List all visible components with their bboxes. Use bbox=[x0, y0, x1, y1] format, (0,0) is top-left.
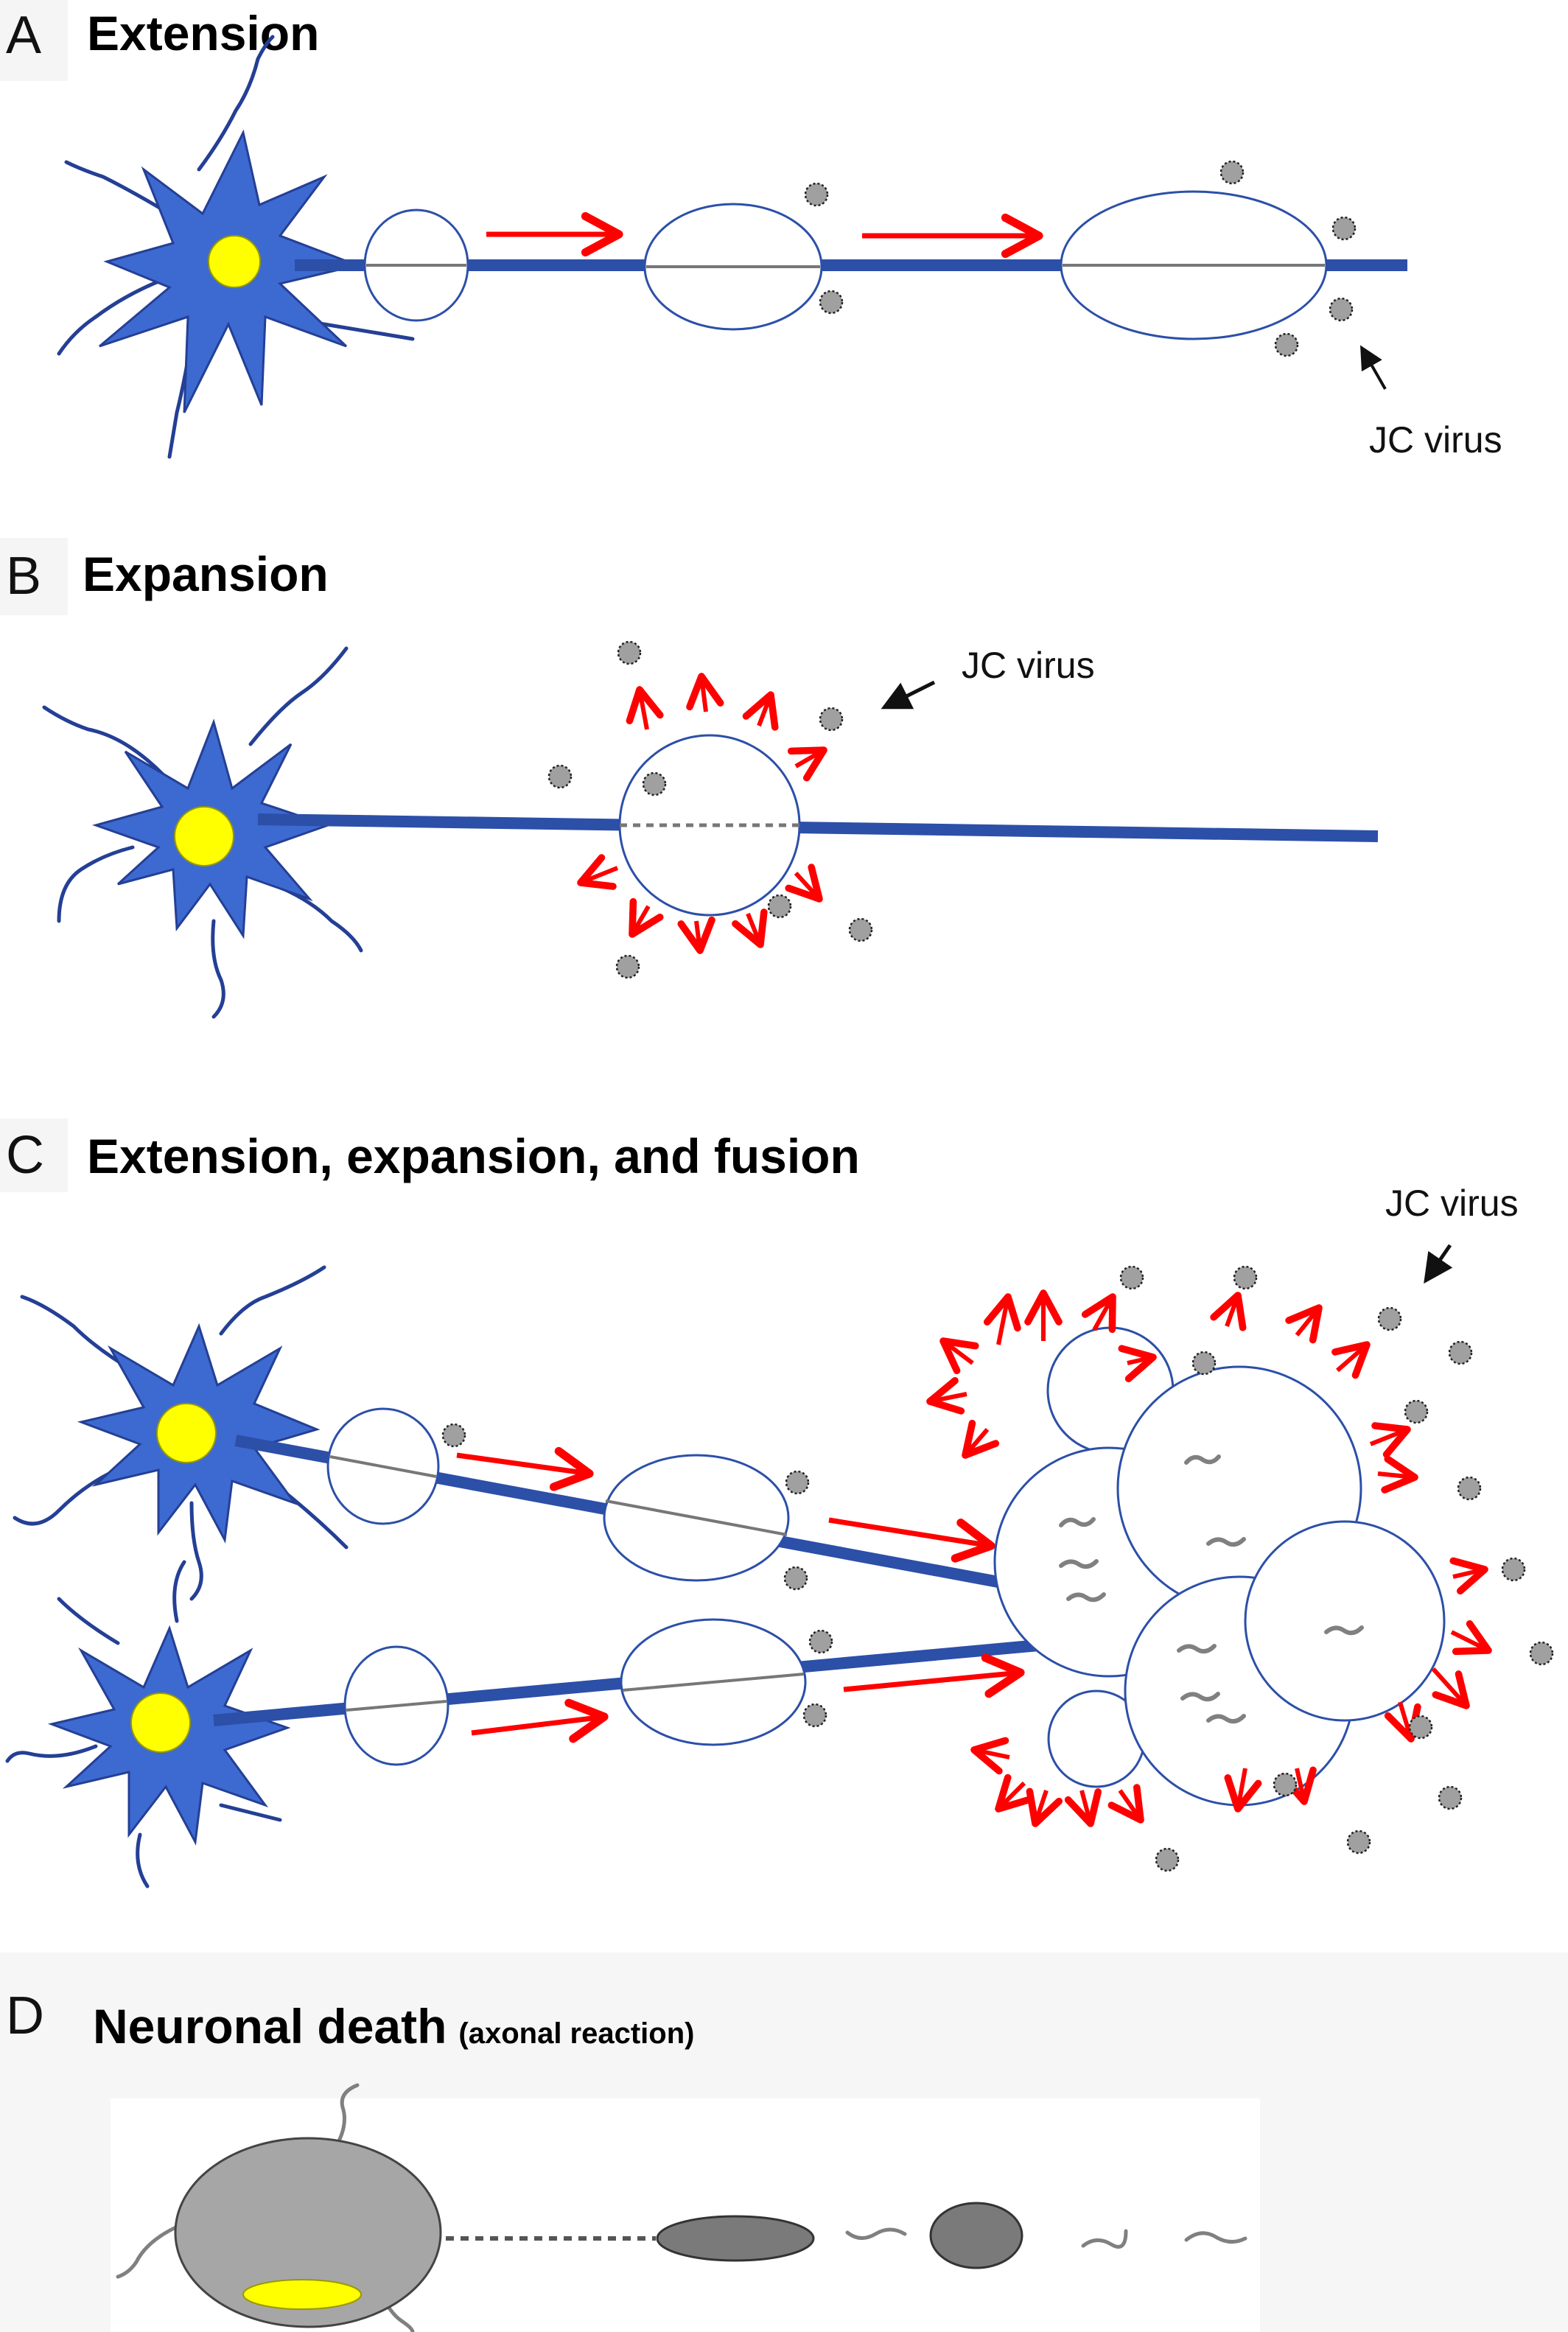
panel-b-letter: B bbox=[6, 547, 41, 606]
virus-icon bbox=[819, 707, 844, 732]
pointer-arrow-icon bbox=[881, 680, 936, 710]
virus-icon bbox=[1219, 160, 1245, 185]
panel-c: C Extension, expansion, and fusion bbox=[0, 1118, 1554, 1888]
panel-a-letter: A bbox=[6, 6, 41, 65]
pointer-arrow-icon bbox=[1360, 345, 1387, 390]
virus-icon bbox=[1329, 297, 1354, 322]
arrow-icon bbox=[577, 673, 827, 954]
virus-label: JC virus bbox=[1369, 419, 1502, 461]
dead-neuron bbox=[116, 2083, 442, 2332]
virus-icon bbox=[617, 640, 642, 665]
virus-label: JC virus bbox=[1385, 1183, 1519, 1224]
panel-d-title-main: Neuronal death bbox=[93, 1999, 447, 2053]
virus-icon bbox=[642, 771, 667, 796]
panel-a: A Extension JC bbox=[0, 0, 1502, 461]
panel-a-title: Extension bbox=[87, 6, 319, 60]
virus-icon bbox=[819, 290, 844, 315]
neuron-icon bbox=[5, 1560, 291, 1888]
neuron-icon bbox=[13, 1265, 349, 1601]
panel-b-title: Expansion bbox=[83, 547, 329, 601]
panel-d-subtitle: (axonal reaction) bbox=[458, 2017, 694, 2050]
virus-icon bbox=[804, 182, 829, 207]
virus-icon bbox=[767, 894, 792, 919]
virus-icon bbox=[1274, 332, 1299, 357]
panel-c-title: Extension, expansion, and fusion bbox=[87, 1129, 860, 1183]
virus-icon bbox=[615, 954, 640, 979]
axon-fragment bbox=[929, 2202, 1023, 2269]
pointer-arrow-icon bbox=[1424, 1244, 1453, 1284]
virus-icon bbox=[547, 764, 573, 789]
neuron-icon bbox=[42, 646, 363, 1019]
virus-label: JC virus bbox=[962, 645, 1095, 686]
virus-icon bbox=[1331, 216, 1357, 241]
panel-d: D Neuronal death (axonal reaction) bbox=[0, 1953, 1568, 2332]
panel-b: B Expansion bbox=[0, 538, 1379, 1019]
axon-fragment bbox=[656, 2215, 815, 2262]
panel-d-letter: D bbox=[6, 1986, 44, 2045]
neuron-icon bbox=[57, 35, 415, 459]
virus-icon bbox=[848, 917, 873, 942]
arrow-icon bbox=[926, 1289, 1492, 1827]
panel-c-letter: C bbox=[6, 1126, 44, 1185]
panel-d-title: Neuronal death (axonal reaction) bbox=[93, 1999, 694, 2053]
arrow-icon bbox=[456, 1446, 1025, 1743]
